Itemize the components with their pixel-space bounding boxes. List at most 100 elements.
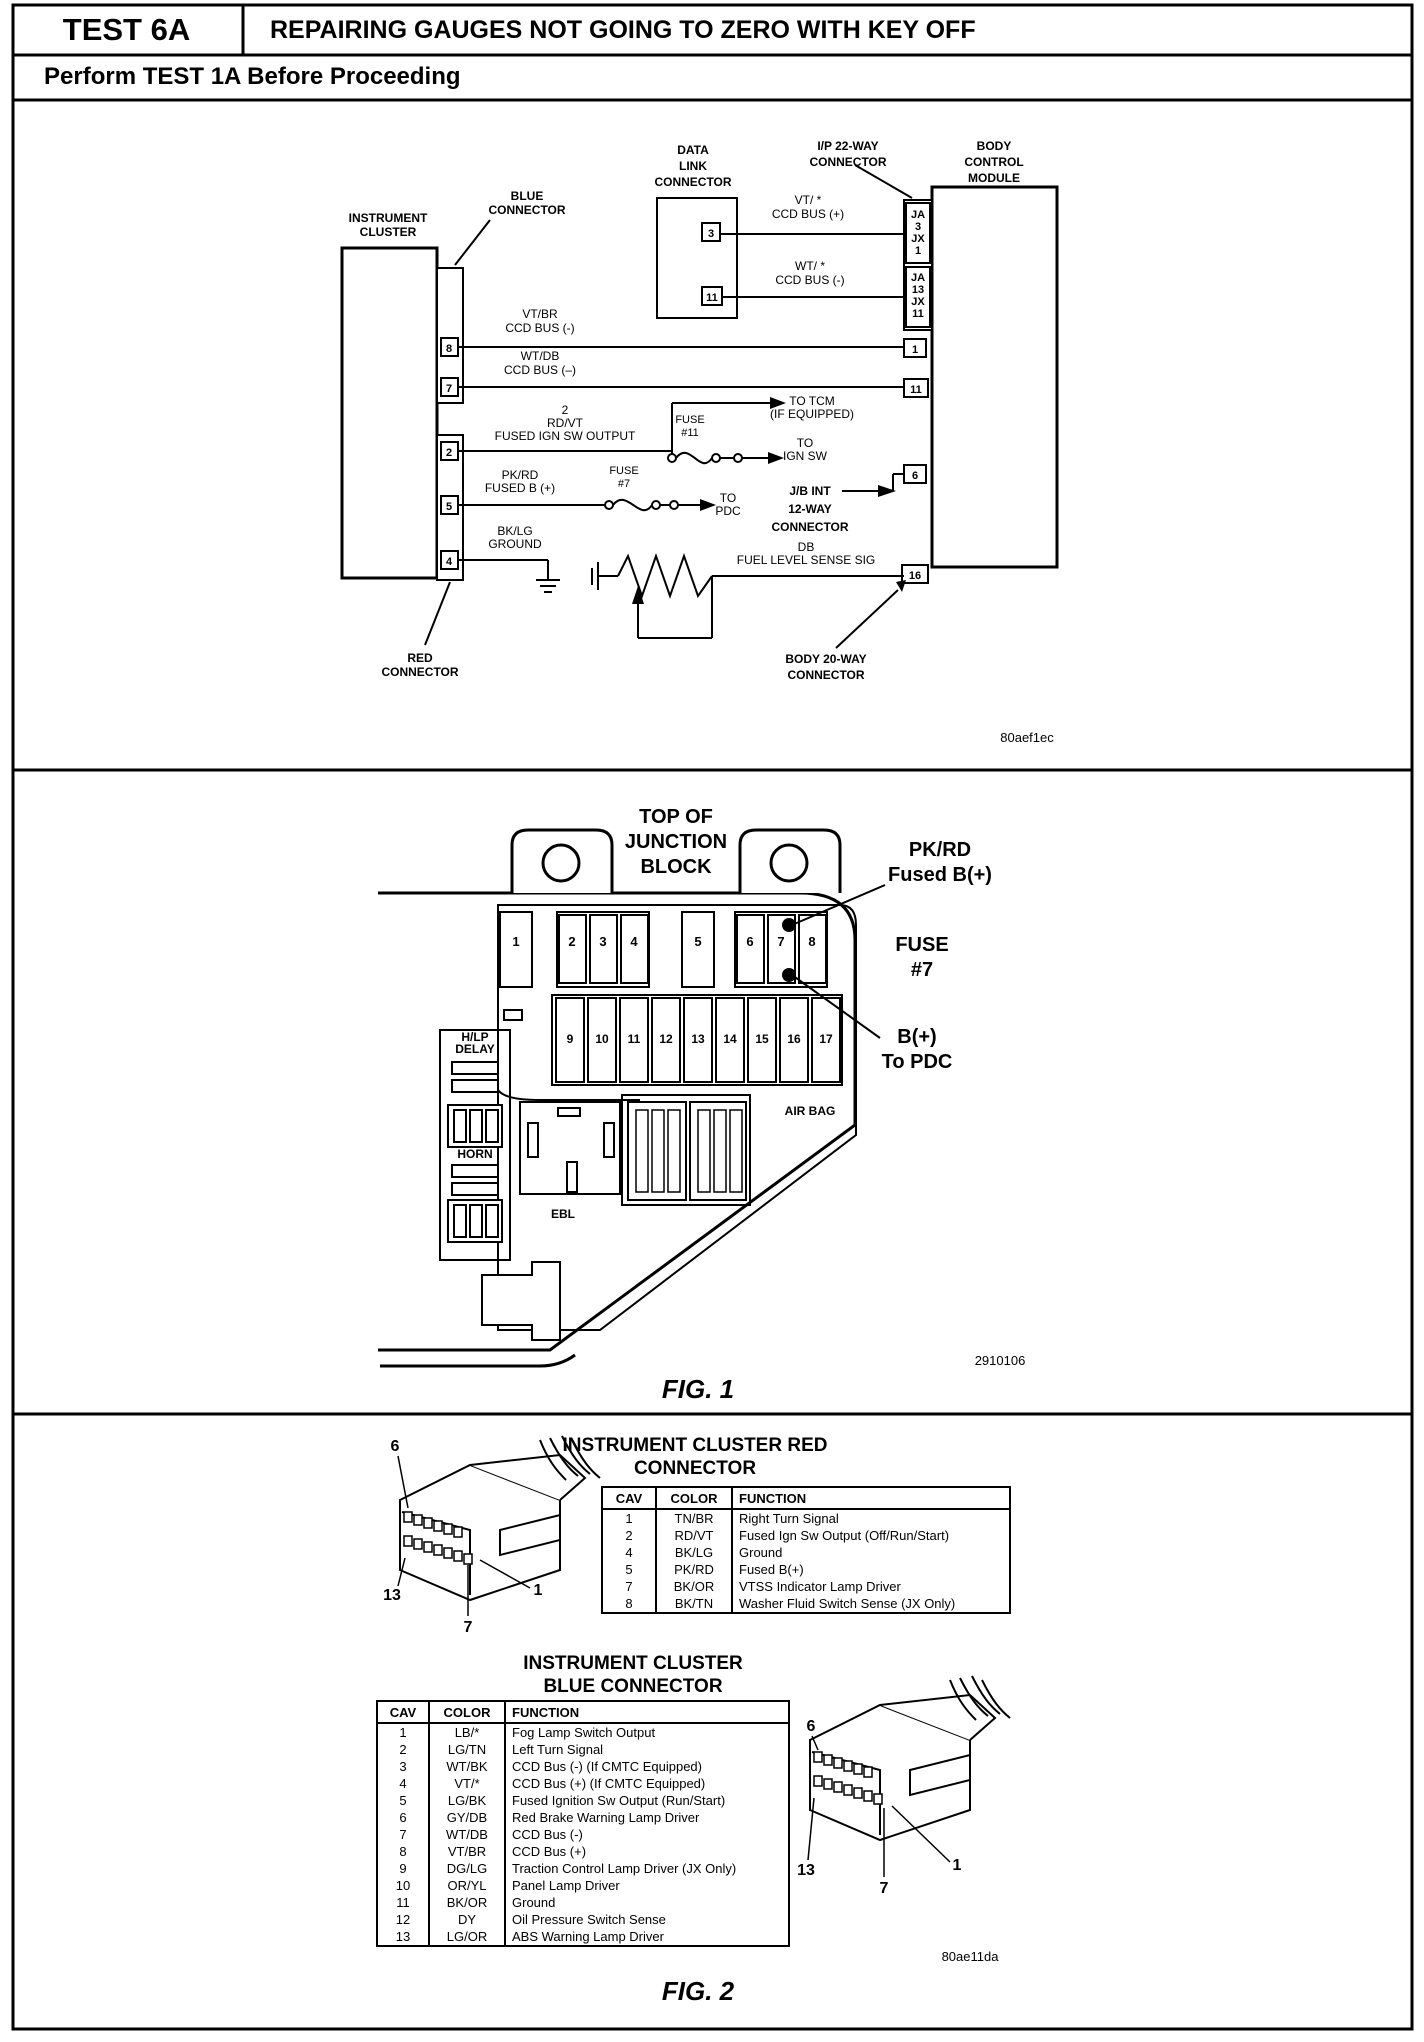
red-connector-table: CAV COLOR FUNCTION 1 TN/BR Right Turn Si… bbox=[601, 1486, 1011, 1614]
svg-text:AIR BAG: AIR BAG bbox=[785, 1104, 836, 1118]
svg-text:16: 16 bbox=[787, 1032, 801, 1046]
svg-text:5: 5 bbox=[694, 934, 701, 949]
table-row: 1 TN/BR Right Turn Signal bbox=[601, 1509, 1011, 1527]
data-link-connector-box bbox=[656, 197, 738, 319]
pin-rc-5: 5 bbox=[446, 501, 452, 513]
table-row: 5 PK/RD Fused B(+) bbox=[601, 1561, 1011, 1578]
svg-text:B(+)To PDC: B(+)To PDC bbox=[882, 1026, 953, 1073]
table-row: 2 RD/VT Fused Ign Sw Output (Off/Run/Sta… bbox=[601, 1527, 1011, 1544]
col-color: COLOR bbox=[655, 1486, 733, 1510]
svg-text:6: 6 bbox=[391, 1438, 400, 1455]
svg-text:WT/ *CCD BUS (-): WT/ *CCD BUS (-) bbox=[775, 259, 844, 287]
pin-rc-2: 2 bbox=[446, 447, 452, 459]
wiring-image-id: 80aef1ec bbox=[1000, 730, 1054, 745]
svg-text:FUSE#7: FUSE#7 bbox=[609, 465, 638, 490]
svg-text:7: 7 bbox=[464, 1619, 473, 1636]
svg-text:4: 4 bbox=[630, 934, 638, 949]
svg-text:FUSE#11: FUSE#11 bbox=[675, 414, 704, 439]
svg-text:16: 16 bbox=[909, 570, 921, 582]
svg-text:7: 7 bbox=[777, 934, 784, 949]
col-cav: CAV bbox=[376, 1700, 430, 1724]
bottom-fuse-row: 9 10 11 12 13 14 15 16 17 bbox=[555, 997, 841, 1083]
table-row: 4 BK/LG Ground bbox=[601, 1544, 1011, 1561]
svg-text:3: 3 bbox=[708, 228, 714, 240]
svg-text:1: 1 bbox=[953, 1857, 962, 1874]
svg-text:6: 6 bbox=[912, 470, 918, 482]
svg-text:1: 1 bbox=[512, 934, 519, 949]
col-function: FUNCTION bbox=[504, 1700, 790, 1724]
pin-rc-4: 4 bbox=[446, 556, 453, 568]
red-connector-title: INSTRUMENT CLUSTER RED CONNECTOR bbox=[562, 1435, 828, 1479]
svg-text:FUSE#7: FUSE#7 bbox=[895, 934, 948, 981]
svg-text:VT/ *CCD BUS (+): VT/ *CCD BUS (+) bbox=[772, 193, 844, 221]
svg-text:13: 13 bbox=[383, 1587, 401, 1604]
junction-image-id: 2910106 bbox=[975, 1353, 1026, 1368]
fig2-label: FIG. 2 bbox=[662, 1976, 735, 2006]
svg-text:13: 13 bbox=[691, 1032, 705, 1046]
svg-text:EBL: EBL bbox=[551, 1207, 575, 1221]
svg-text:17: 17 bbox=[819, 1032, 833, 1046]
test-id: TEST 6A bbox=[62, 12, 191, 47]
svg-text:12: 12 bbox=[659, 1032, 673, 1046]
page-title: REPAIRING GAUGES NOT GOING TO ZERO WITH … bbox=[270, 16, 976, 44]
svg-text:2: 2 bbox=[568, 934, 575, 949]
table-row: 8 BK/TN Washer Fluid Switch Sense (JX On… bbox=[601, 1595, 1011, 1614]
red-connector-illustration: 6 13 7 1 bbox=[383, 1435, 601, 1636]
svg-text:1: 1 bbox=[912, 344, 918, 356]
col-function: FUNCTION bbox=[731, 1486, 1011, 1510]
pin-bc-7: 7 bbox=[446, 383, 452, 395]
svg-text:1: 1 bbox=[534, 1582, 543, 1599]
svg-text:13: 13 bbox=[797, 1862, 815, 1879]
svg-text:11: 11 bbox=[706, 292, 718, 304]
svg-text:11: 11 bbox=[628, 1032, 641, 1046]
col-color: COLOR bbox=[428, 1700, 506, 1724]
svg-text:6: 6 bbox=[746, 934, 753, 949]
page-subtitle: Perform TEST 1A Before Proceeding bbox=[44, 63, 461, 90]
col-cav: CAV bbox=[601, 1486, 657, 1510]
fig1-label: FIG. 1 bbox=[662, 1374, 734, 1404]
connector-image-id: 80ae11da bbox=[942, 1949, 1000, 1964]
svg-text:HORN: HORN bbox=[457, 1147, 492, 1161]
svg-text:14: 14 bbox=[723, 1032, 737, 1046]
svg-text:15: 15 bbox=[755, 1032, 769, 1046]
instrument-cluster-box bbox=[340, 246, 439, 580]
svg-text:6: 6 bbox=[807, 1718, 816, 1735]
svg-text:8: 8 bbox=[808, 934, 815, 949]
svg-text:7: 7 bbox=[880, 1880, 889, 1897]
pin-bc-8: 8 bbox=[446, 343, 452, 355]
